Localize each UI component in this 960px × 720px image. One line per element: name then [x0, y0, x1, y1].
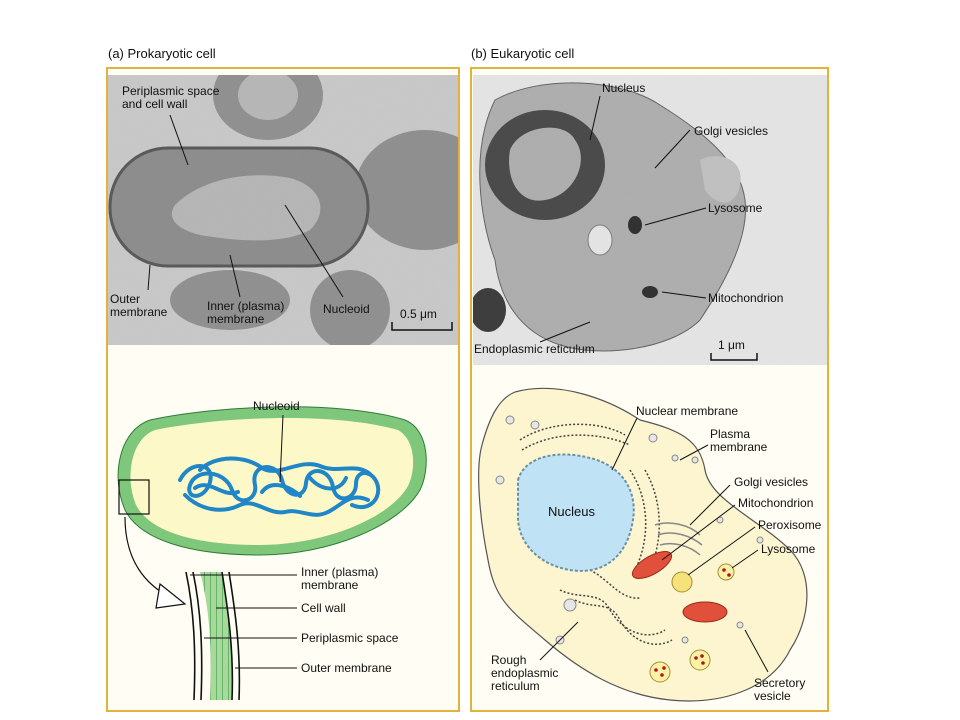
- label-outer-membrane: Outer membrane: [110, 292, 168, 319]
- small-vesicles: [495, 415, 764, 645]
- label-golgi-drawing: Golgi vesicles: [734, 475, 809, 489]
- label-lysosome-em: Lysosome: [708, 201, 763, 215]
- label-secretory-vesicle: Secretory vesicle: [754, 676, 806, 703]
- envelope-detail: [185, 571, 241, 701]
- label-periplasmic-space-cell-wall: Periplasmic space and cell wall: [122, 84, 220, 111]
- lysosome: [717, 563, 735, 581]
- lysosome-granules: [654, 568, 731, 677]
- nucleus-drawing: [517, 453, 635, 572]
- label-endoplasmic-reticulum: Endoplasmic reticulum: [474, 342, 595, 356]
- eukaryote-drawing: [478, 387, 808, 702]
- label-lysosome-drawing: Lysosome: [761, 542, 816, 556]
- label-inner-membrane-drawing: Inner (plasma) membrane: [301, 565, 379, 592]
- label-peroxisome: Peroxisome: [758, 518, 822, 532]
- label-cell-wall: Cell wall: [301, 601, 346, 615]
- prokaryote-panel-title: (a) Prokaryotic cell: [108, 46, 216, 61]
- label-scale-eukaryote: 1 μm: [718, 338, 745, 352]
- label-mitochondrion-drawing: Mitochondrion: [738, 496, 814, 510]
- eukaryote-scale-bar: [710, 353, 758, 361]
- label-nucleus-em: Nucleus: [602, 81, 646, 95]
- zoom-arrow-head: [155, 582, 187, 609]
- label-inner-membrane: Inner (plasma) membrane: [207, 299, 285, 326]
- prokaryote-scale-bar: [391, 322, 453, 331]
- label-plasma-membrane: Plasma membrane: [710, 427, 768, 454]
- label-nucleus-drawing: Nucleus: [548, 504, 595, 519]
- prokaryote-drawing: [117, 406, 427, 701]
- eukaryote-micrograph: [473, 75, 827, 365]
- label-nucleoid-em: Nucleoid: [323, 302, 370, 316]
- eukaryote-panel-title: (b) Eukaryotic cell: [471, 46, 575, 61]
- label-nuclear-membrane: Nuclear membrane: [636, 404, 739, 418]
- peroxisome: [671, 571, 693, 593]
- label-scale-prokaryote: 0.5 μm: [400, 307, 437, 321]
- prokaryote-micrograph: [108, 75, 458, 345]
- mitochondrion-1: [631, 551, 673, 579]
- label-mitochondrion-em: Mitochondrion: [708, 291, 784, 305]
- zoom-box: [118, 479, 150, 515]
- label-outer-membrane-drawing: Outer membrane: [301, 661, 392, 675]
- label-rough-er: Rough endoplasmic reticulum: [491, 653, 559, 693]
- label-nucleoid-drawing: Nucleoid: [253, 399, 300, 413]
- mitochondrion-2: [682, 601, 728, 623]
- label-periplasmic-space: Periplasmic space: [301, 631, 399, 645]
- label-golgi-em: Golgi vesicles: [694, 124, 769, 138]
- nucleoid-dna: [178, 456, 381, 517]
- rough-er: [519, 423, 673, 645]
- prokaryote-cytoplasm: [130, 417, 414, 545]
